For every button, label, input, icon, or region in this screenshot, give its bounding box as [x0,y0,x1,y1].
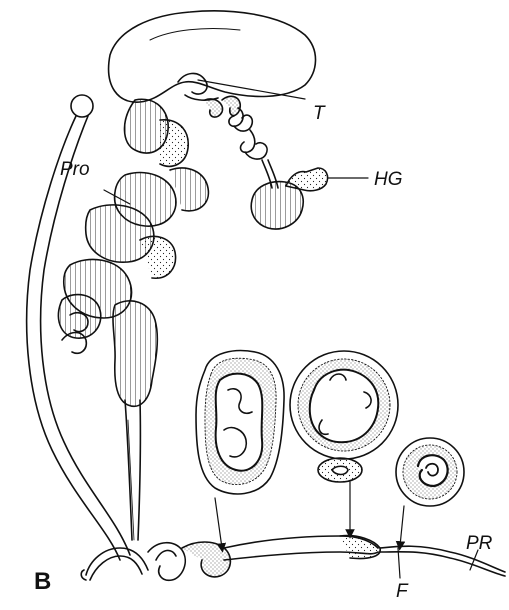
main-coil [58,99,208,406]
label-f: F [396,582,408,601]
hg-duct [205,96,278,188]
label-pro: Pro [60,160,90,179]
cross-section-2 [290,351,398,534]
label-t: T [313,104,325,123]
descending-duct [125,400,140,540]
bottom-duct [81,536,505,581]
cross-section-3 [396,438,464,546]
top-gland [109,11,316,102]
label-hg: HG [374,170,403,189]
label-pr: PR [466,534,492,553]
cross-section-1 [196,351,284,548]
panel-letter: B [34,570,51,594]
